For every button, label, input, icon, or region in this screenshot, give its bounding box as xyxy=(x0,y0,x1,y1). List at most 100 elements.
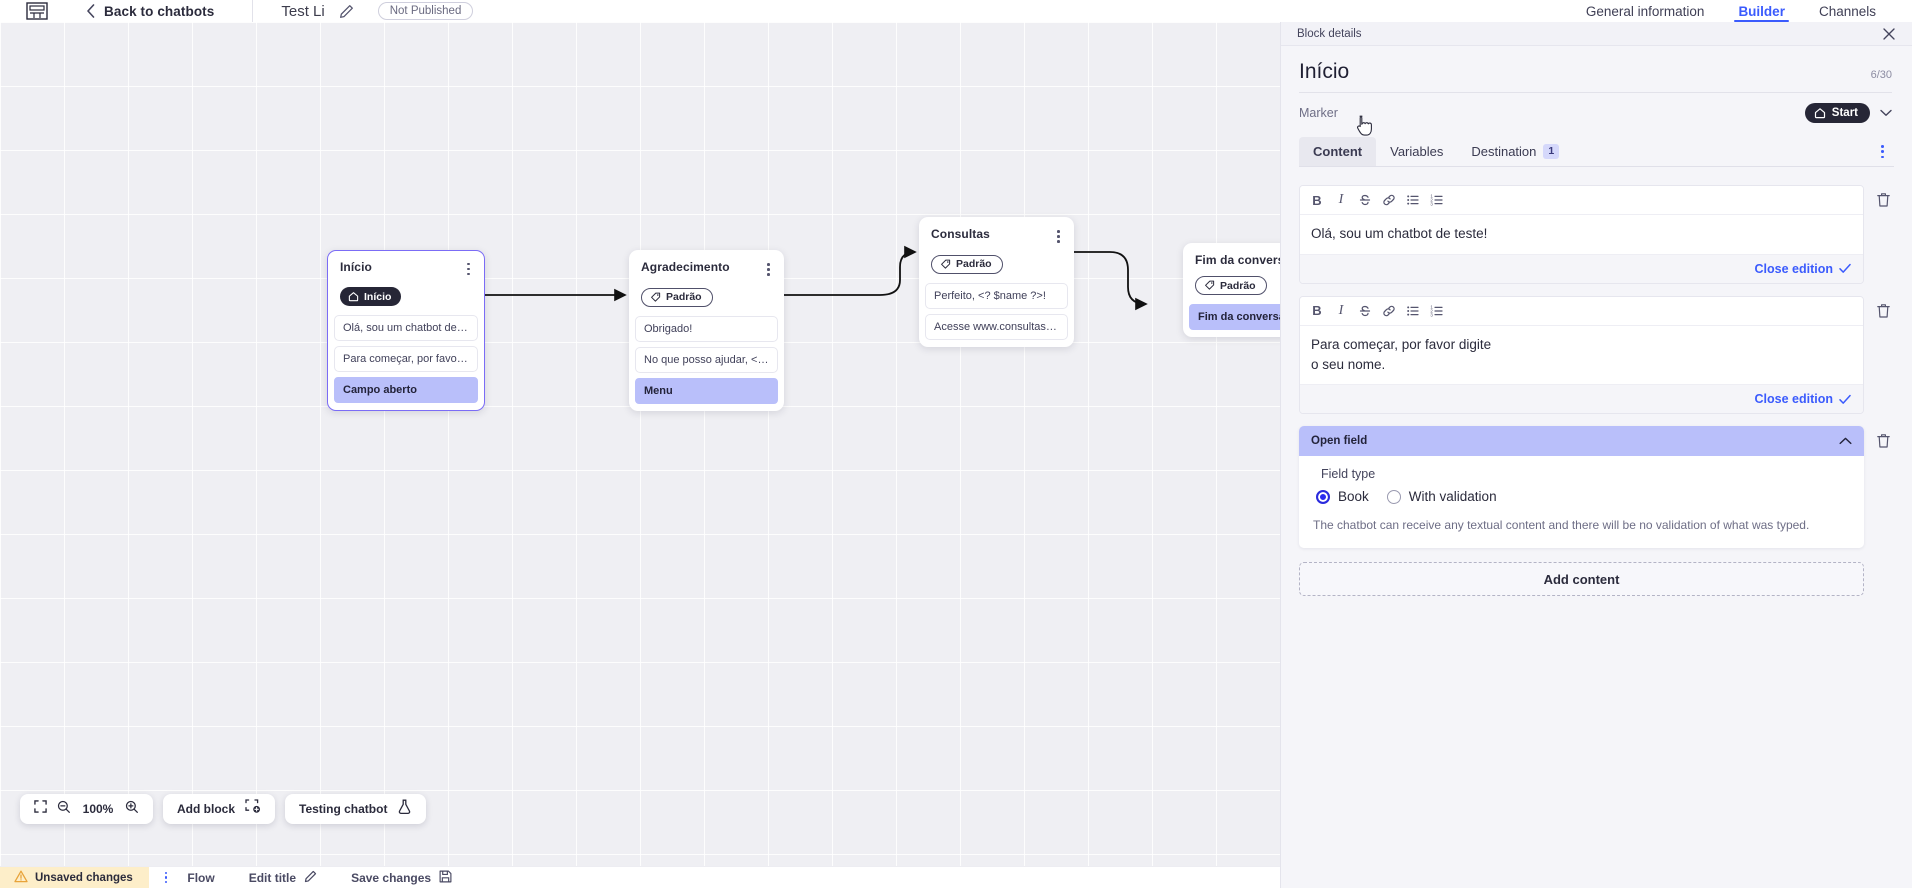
open-field-label: Open field xyxy=(1311,435,1368,448)
node-row[interactable]: Obrigado! xyxy=(635,315,778,342)
zoom-in-icon[interactable] xyxy=(125,800,139,819)
close-edition-button[interactable]: Close edition xyxy=(1755,392,1851,406)
panel-tab-more-button[interactable] xyxy=(1871,137,1894,166)
close-edition-button[interactable]: Close edition xyxy=(1755,262,1851,276)
app-logo-icon[interactable] xyxy=(24,0,50,22)
field-type-radio-group: Book With validation xyxy=(1316,489,1850,504)
trash-icon[interactable] xyxy=(1872,189,1894,211)
node-menu-button[interactable] xyxy=(1055,227,1062,246)
save-icon xyxy=(439,870,452,886)
node-row[interactable]: No que posso ajudar, <? $name ... xyxy=(635,346,778,373)
pencil-icon[interactable] xyxy=(339,4,354,19)
marker-row: Marker Start xyxy=(1299,93,1892,123)
radio-with-validation-input[interactable] xyxy=(1386,489,1401,504)
marker-value: Start xyxy=(1831,107,1858,119)
radio-option-with-validation[interactable]: With validation xyxy=(1386,489,1497,505)
edit-title-button[interactable]: Edit title xyxy=(249,870,317,886)
node-row[interactable]: Para começar, por favor digite o ... xyxy=(334,346,478,373)
tab-general-information[interactable]: General information xyxy=(1585,3,1705,19)
radio-book-input[interactable] xyxy=(1316,489,1330,504)
node-title: Fim da conversa xyxy=(1195,253,1280,267)
add-block-label: Add block xyxy=(177,802,236,816)
italic-icon[interactable]: I xyxy=(1338,302,1344,318)
editor-text[interactable]: Para começar, por favor digite o seu nom… xyxy=(1300,325,1505,385)
marker-select[interactable]: Start xyxy=(1804,103,1892,123)
flow-button[interactable]: Flow xyxy=(187,871,214,885)
node-menu-button[interactable] xyxy=(765,260,772,279)
node-rows: Perfeito, <? $name ?>! Acesse www.consul… xyxy=(919,275,1074,347)
tab-content[interactable]: Content xyxy=(1299,137,1377,167)
close-edition-label: Close edition xyxy=(1754,392,1833,407)
flow-node-inicio[interactable]: Início Início Olá, sou um chatbot de tes… xyxy=(327,250,485,412)
flow-node-consultas[interactable]: Consultas Padrão Perfeito, <? $name ?>! … xyxy=(919,217,1074,347)
radio-with-validation-label: With validation xyxy=(1408,489,1497,505)
node-row[interactable]: Fim da conversa xyxy=(1189,304,1280,330)
fit-screen-icon[interactable] xyxy=(34,800,47,818)
canvas-connectors xyxy=(484,245,1148,311)
bullet-list-icon[interactable] xyxy=(1402,301,1424,321)
zoom-controls[interactable]: 100% xyxy=(20,794,153,824)
chevron-down-icon[interactable] xyxy=(1880,104,1892,122)
add-content-button[interactable]: Add content xyxy=(1299,562,1864,597)
tab-channels[interactable]: Channels xyxy=(1818,3,1876,19)
node-row[interactable]: Menu xyxy=(635,377,778,404)
trash-icon[interactable] xyxy=(1872,300,1894,322)
radio-option-book[interactable]: Book xyxy=(1316,489,1369,504)
tag-icon xyxy=(941,259,951,269)
node-row[interactable]: Perfeito, <? $name ?>! xyxy=(925,282,1068,309)
add-block-button[interactable]: Add block xyxy=(163,794,276,824)
tab-builder[interactable]: Builder xyxy=(1734,0,1789,22)
status-more-button[interactable] xyxy=(164,871,168,884)
testing-chatbot-button[interactable]: Testing chatbot xyxy=(285,794,427,824)
node-row[interactable]: Olá, sou um chatbot de teste! xyxy=(334,315,478,342)
zoom-out-icon[interactable] xyxy=(57,800,71,819)
check-icon xyxy=(1839,264,1851,274)
content-block-open-field: Open field Field type Book xyxy=(1299,426,1894,549)
svg-text:2: 2 xyxy=(1430,309,1433,314)
node-rows: Obrigado! No que posso ajudar, <? $name … xyxy=(629,308,784,411)
node-menu-button[interactable] xyxy=(465,260,472,279)
canvas-toolbar: 100% Add block Testing chatbot xyxy=(20,794,427,824)
flow-node-fim-da-conversa[interactable]: Fim da conversa Padrão Fim da conversa xyxy=(1183,243,1280,337)
home-icon xyxy=(1814,108,1825,119)
svg-text:1: 1 xyxy=(1430,194,1433,199)
back-to-chatbots-button[interactable]: Back to chatbots xyxy=(86,4,214,19)
node-row[interactable]: Acesse www.consultas.com par... xyxy=(925,313,1068,340)
status-bar: Unsaved changes Flow Edit title Save cha… xyxy=(0,866,1281,888)
link-icon[interactable] xyxy=(1378,190,1400,210)
link-icon[interactable] xyxy=(1378,301,1400,321)
open-field-header[interactable]: Open field xyxy=(1299,426,1864,457)
node-header: Início xyxy=(328,260,484,279)
bold-icon[interactable]: B xyxy=(1312,192,1322,208)
close-icon[interactable] xyxy=(1882,27,1896,41)
trash-icon[interactable] xyxy=(1872,430,1894,452)
flow-canvas[interactable]: Início Início Olá, sou um chatbot de tes… xyxy=(0,22,1280,866)
node-badge-label: Padrão xyxy=(956,258,992,271)
svg-text:3: 3 xyxy=(1430,312,1433,317)
tab-variables[interactable]: Variables xyxy=(1376,137,1457,166)
node-row[interactable]: Campo aberto xyxy=(334,377,478,404)
bullet-list-icon[interactable] xyxy=(1402,190,1424,210)
tab-destination-label: Destination xyxy=(1471,144,1537,160)
chevron-up-icon[interactable] xyxy=(1839,432,1852,450)
italic-icon[interactable]: I xyxy=(1338,192,1344,208)
strikethrough-icon[interactable] xyxy=(1354,190,1376,210)
strikethrough-icon[interactable] xyxy=(1354,301,1376,321)
node-badge-label: Padrão xyxy=(666,291,702,304)
topbar-divider xyxy=(252,0,254,22)
bold-icon[interactable]: B xyxy=(1312,303,1322,319)
editor-text[interactable]: Olá, sou um chatbot de teste! xyxy=(1300,215,1863,254)
testing-chatbot-label: Testing chatbot xyxy=(299,802,388,816)
flow-node-agradecimento[interactable]: Agradecimento Padrão Obrigado! No que po… xyxy=(629,250,784,411)
save-changes-button[interactable]: Save changes xyxy=(351,870,452,886)
tab-destination[interactable]: Destination 1 xyxy=(1457,137,1573,166)
unsaved-changes-label: Unsaved changes xyxy=(35,871,133,884)
panel-header: Block details xyxy=(1281,22,1912,46)
